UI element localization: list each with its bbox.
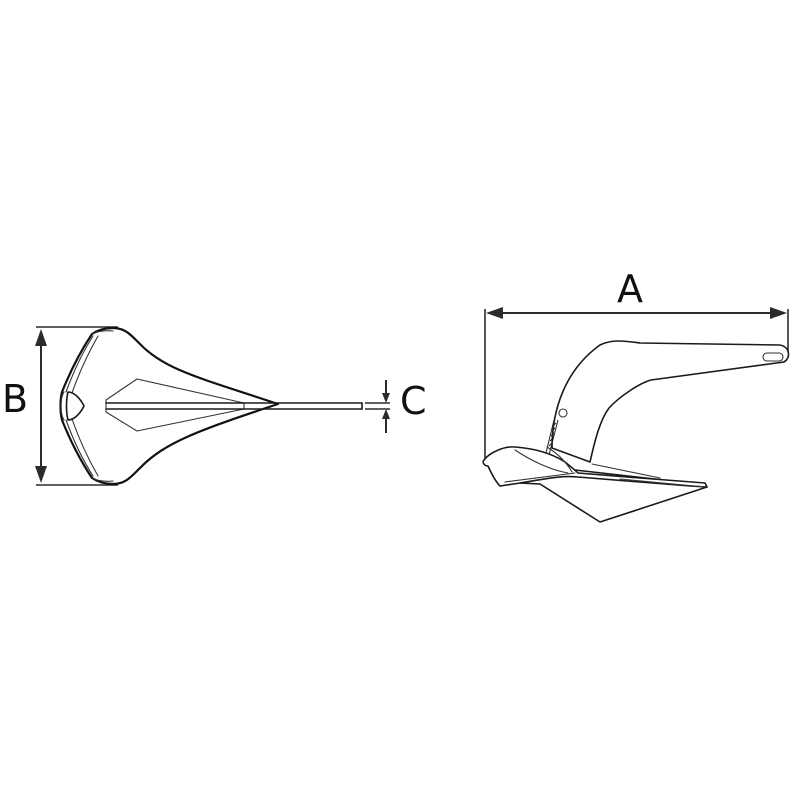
fluke-side-upper — [482, 446, 708, 488]
a-arrow-right-icon — [770, 307, 787, 319]
fluke-crease-1 — [514, 449, 569, 474]
fluke-inner-rim-bottom-2 — [71, 418, 99, 477]
b-label: B — [2, 377, 28, 421]
shackle-slot — [762, 352, 784, 362]
shank-side — [551, 340, 790, 463]
fluke-crease-3 — [591, 463, 661, 479]
fluke-rim-cap-bottom — [91, 477, 114, 482]
c-label: C — [400, 379, 427, 423]
fluke-crease-5 — [504, 472, 576, 483]
fluke-rear-cone — [65, 391, 85, 421]
anchor-side-view: A — [482, 267, 790, 523]
fluke-inner-rim-bottom — [65, 419, 94, 477]
b-arrow-up-icon — [35, 329, 47, 346]
fluke-inner-rim-top-2 — [71, 335, 99, 394]
fluke-crease-2 — [546, 446, 573, 473]
fluke-inner-rim-top — [65, 335, 94, 393]
c-arrow-up-icon — [382, 409, 390, 419]
b-arrow-down-icon — [35, 466, 47, 483]
anchor-top-view: B C — [2, 326, 427, 486]
a-arrow-left-icon — [486, 307, 503, 319]
fluke-rim-cap-top — [91, 330, 114, 335]
fluke-crease-4 — [619, 478, 706, 488]
c-arrow-down-icon — [382, 393, 390, 403]
a-label: A — [617, 267, 643, 311]
fluke-rear-tip — [60, 391, 65, 421]
trip-hole — [558, 408, 568, 418]
fluke-outline-top — [59, 326, 280, 486]
